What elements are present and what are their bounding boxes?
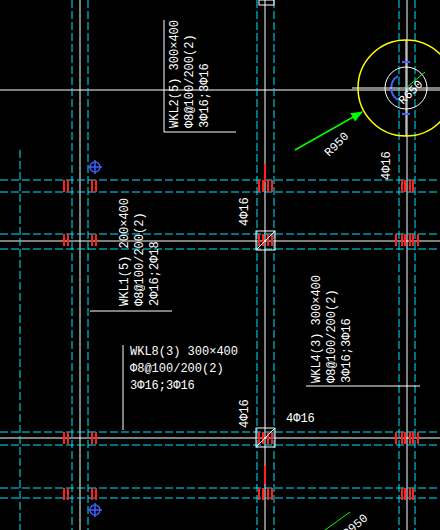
beam-annotation: WKL2(5) 300×400 [168,20,182,128]
rebar-note: 4Φ16 [380,151,394,180]
pile-symbol [295,40,440,530]
axis-markers [88,160,102,517]
radius-dimension: R950 [322,130,352,160]
beam-annotation: WKL4(3) 300×400 [310,275,324,383]
beam-annotation: WKL1(5) 200×400 [118,198,132,306]
radius-dimension: R950 [340,511,371,530]
beam-annotation: 3Φ16;3Φ16 [130,379,195,393]
rebar-marks [64,164,418,500]
beam-annotation: 2Φ16;2Φ18 [148,241,162,306]
beam-annotation: Φ8@100/200(2) [133,212,147,306]
radius-dimension: R650 [396,78,426,108]
beam-annotation: 3Φ16;3Φ16 [198,63,212,128]
beam-annotation: 3Φ16;3Φ16 [340,318,354,383]
leader-lines [90,20,420,430]
rebar-note: 4Φ16 [286,412,315,426]
rebar-note: 4Φ16 [238,197,252,226]
beam-annotation: Φ8@100/200(2) [183,34,197,128]
beam-annotation: WKL8(3) 300×400 [130,345,238,359]
rebar-note: 4Φ16 [238,399,252,428]
beam-annotation: Φ8@100/200(2) [325,289,339,383]
columns [256,0,275,447]
beam-annotation: Φ8@100/200(2) [130,362,224,376]
